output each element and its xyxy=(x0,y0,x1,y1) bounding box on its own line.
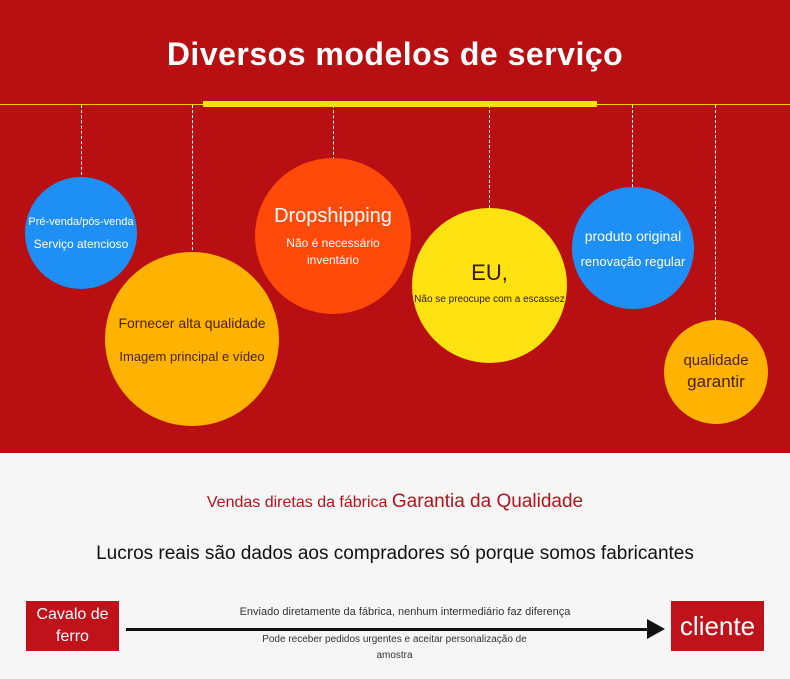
string xyxy=(333,105,334,160)
bubble-line: Serviço atencioso xyxy=(33,236,129,251)
source-box: Cavalo de ferro xyxy=(26,601,119,651)
bubble-presale: Pré-venda/pós-venda Serviço atencioso xyxy=(25,177,137,289)
subtitle-small: Vendas diretas da fábrica xyxy=(206,494,388,511)
bubble-line: Imagem principal e vídeo xyxy=(119,348,265,364)
arrow-label-top: Enviado diretamente da fábrica, nenhum i… xyxy=(239,606,571,618)
bubble-line: inventário xyxy=(306,253,360,267)
bubble-line: Fornecer alta qualidade xyxy=(118,314,266,331)
bubble-line: Dropshipping xyxy=(274,205,392,227)
string xyxy=(715,105,716,320)
customer-box: cliente xyxy=(671,601,764,651)
bubble-line: EU, xyxy=(471,260,508,285)
string xyxy=(632,105,633,187)
title-underline xyxy=(203,101,597,107)
bubble-quality-image: Fornecer alta qualidade Imagem principal… xyxy=(105,252,279,426)
bubble-dropshipping: Dropshipping Não é necessário inventário xyxy=(255,158,411,314)
string xyxy=(192,105,193,250)
arrow-label-bottom: Pode receber pedidos urgentes e aceitar … xyxy=(262,634,527,661)
bubble-line: garantir xyxy=(687,372,745,391)
bubble-line: Não é necessário xyxy=(286,236,380,250)
bottom-section xyxy=(0,453,790,679)
bubble-eu: EU, Não se preocupe com a escassez xyxy=(412,208,567,363)
bubble-line: Pré-venda/pós-venda xyxy=(28,215,134,228)
bubble-line: qualidade xyxy=(683,352,749,369)
arrow-head xyxy=(647,619,665,639)
arrow-line xyxy=(126,628,651,631)
string xyxy=(81,105,82,180)
bubble-line: renovação regular xyxy=(580,253,686,269)
bubble-original: produto original renovação regular xyxy=(572,187,694,309)
tagline: Lucros reais são dados aos compradores s… xyxy=(96,543,694,564)
subtitle-big: Garantia da Qualidade xyxy=(391,491,584,512)
bubble-guarantee: qualidade garantir xyxy=(664,320,768,424)
bubble-line: Não se preocupe com a escassez xyxy=(414,294,565,305)
quality-subtitle: Vendas diretas da fábrica Garantia da Qu… xyxy=(0,491,790,513)
page-title: Diversos modelos de serviço xyxy=(166,36,624,72)
bubble-line: produto original xyxy=(584,227,682,244)
banner: Diversos modelos de serviço Pré-venda/pó… xyxy=(0,0,790,453)
string xyxy=(489,105,490,208)
